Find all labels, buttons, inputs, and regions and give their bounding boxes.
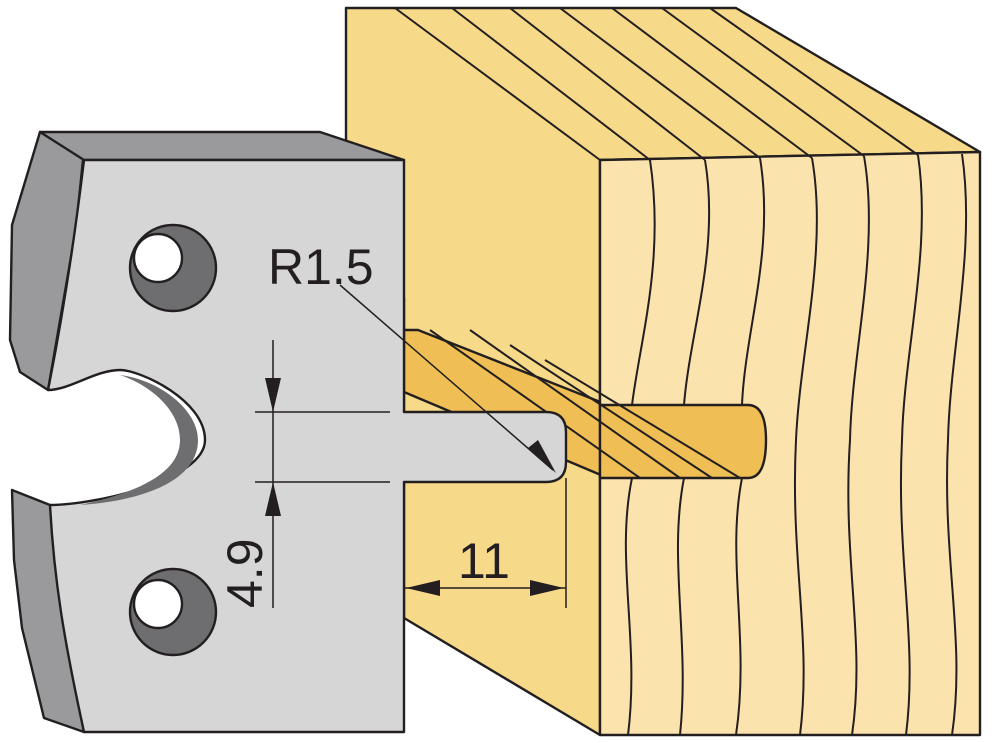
wood-front-face bbox=[598, 150, 982, 737]
height-arrow-top bbox=[265, 378, 281, 412]
wood-groove-front bbox=[598, 403, 768, 480]
depth-arrow-right bbox=[530, 580, 564, 596]
wood-groove-grain bbox=[429, 329, 741, 479]
knife-hole-upper bbox=[128, 223, 218, 313]
steel-knife bbox=[8, 130, 568, 734]
knife-hole-lower bbox=[128, 567, 218, 657]
dimension-lines bbox=[255, 284, 567, 608]
knife-notch-shadow bbox=[80, 375, 198, 505]
wood-front-grain bbox=[624, 153, 968, 736]
wood-top-grain bbox=[394, 7, 919, 161]
radius-leader bbox=[339, 284, 554, 471]
wood-block bbox=[344, 6, 982, 737]
depth-label: 11 bbox=[458, 533, 510, 589]
radius-arrow bbox=[528, 440, 556, 473]
height-label: 4.9 bbox=[217, 538, 273, 608]
depth-arrow-left bbox=[406, 580, 440, 596]
height-arrow-bottom bbox=[265, 482, 281, 516]
radius-label: R1.5 bbox=[268, 239, 374, 295]
